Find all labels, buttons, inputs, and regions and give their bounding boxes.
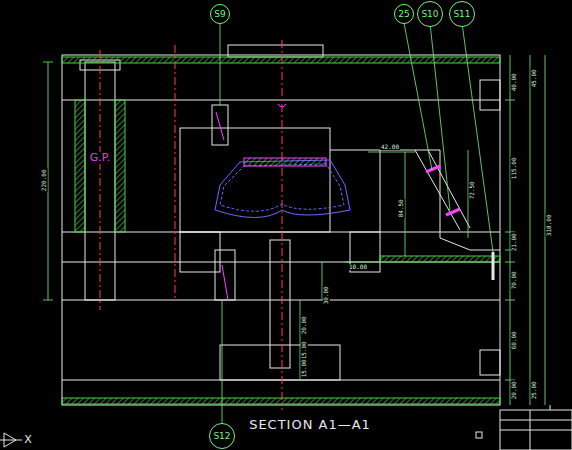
callout-number: 25	[398, 9, 409, 19]
dimension: 45.00	[531, 68, 538, 88]
dimension: 25.00	[531, 380, 538, 400]
callout-number: S10	[421, 9, 438, 19]
dimension: 20.00	[301, 315, 308, 335]
dimension: 72.50	[469, 180, 476, 200]
dimension: 20.00	[511, 380, 518, 400]
dimension: 15.00	[301, 340, 308, 360]
dimension: 15.00	[301, 358, 308, 378]
dimension: 42.00	[380, 144, 400, 151]
callout-circle: S10	[417, 1, 443, 27]
callout-number: S9	[214, 9, 225, 19]
dimension: 30.00	[323, 285, 330, 305]
dimension: 60.00	[511, 330, 518, 350]
callout-circle: S12	[209, 423, 235, 449]
dimension: 40.00	[511, 72, 518, 92]
dimension: 70.00	[511, 270, 518, 290]
callout-number: S11	[453, 9, 470, 19]
callout-circle: S9	[210, 4, 230, 24]
part-name: G.P.	[89, 152, 111, 164]
dimension: 115.00	[511, 156, 518, 180]
callout-circle: 25	[394, 4, 414, 24]
callout-circle: S11	[449, 1, 475, 27]
dimension: 318.00	[546, 213, 553, 237]
section-caption: SECTION A1—A1	[248, 418, 372, 432]
callout-number: S12	[213, 431, 230, 441]
dimension: 10.00	[348, 264, 368, 271]
dimension: 220.00	[41, 168, 48, 192]
dimension: 21.00	[511, 232, 518, 252]
dimension: 84.50	[398, 198, 405, 218]
axis-label: X	[23, 434, 33, 446]
